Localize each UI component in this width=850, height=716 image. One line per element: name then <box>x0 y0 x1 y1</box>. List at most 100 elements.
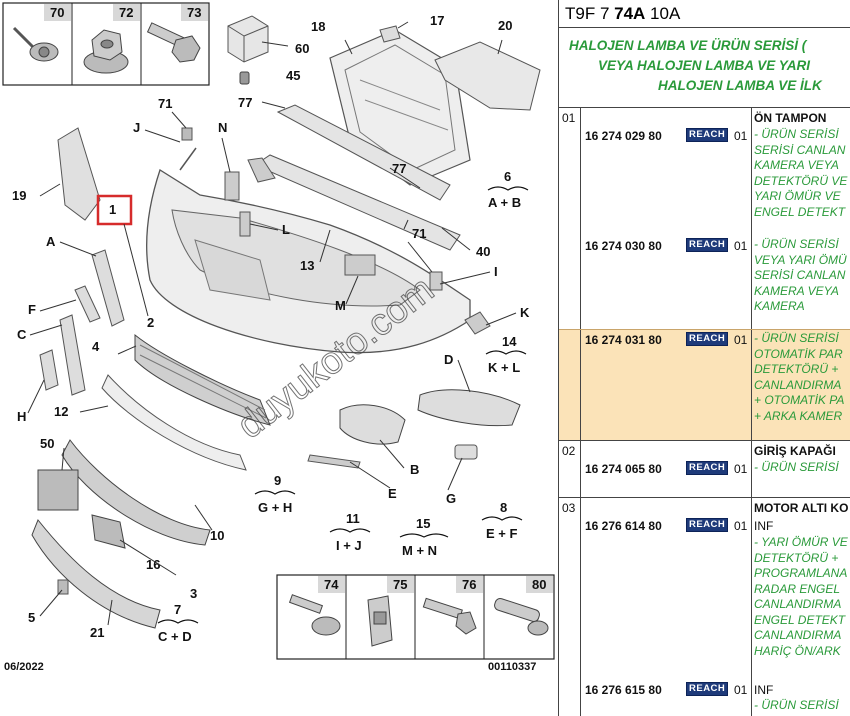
callout-3: 3 <box>190 586 197 601</box>
callout-6: 6 <box>504 169 511 184</box>
table-row-03[interactable]: 03 MOTOR ALTI KO 16 276 614 80 REACH 01 … <box>559 498 850 716</box>
part-number[interactable]: 16 276 614 80 <box>585 519 662 533</box>
part-73-label: 73 <box>187 5 201 20</box>
callout-N: N <box>218 120 227 135</box>
reach-badge: REACH <box>686 682 729 696</box>
callout-20: 20 <box>498 18 512 33</box>
pin-icon <box>494 597 549 636</box>
part-75-label: 75 <box>393 577 407 592</box>
callout-19: 19 <box>12 188 26 203</box>
row-title: GİRİŞ KAPAĞI <box>754 444 836 458</box>
callout-13: 13 <box>300 258 314 273</box>
part-number[interactable]: 16 274 030 80 <box>585 239 662 253</box>
reach-badge: REACH <box>686 238 729 252</box>
callout-J: J <box>133 120 140 135</box>
part-80-label: 80 <box>532 577 546 592</box>
code-suffix: 10A <box>645 4 681 23</box>
table-row-01[interactable]: 01 ÖN TAMPON 16 274 029 80 REACH 01 - ÜR… <box>559 108 850 441</box>
quantity: 01 <box>734 333 748 347</box>
selected-row-highlight <box>559 330 850 440</box>
callout-D: D <box>444 352 453 367</box>
top-small-parts-box: 70 72 73 <box>2 2 210 86</box>
part-number[interactable]: 16 274 065 80 <box>585 462 662 476</box>
callout-45: 45 <box>286 68 300 83</box>
part-19-bracket <box>57 127 101 221</box>
entry-description: - YARI ÖMÜR VE DETEKTÖRÜ + PROGRAMLANA R… <box>754 535 848 658</box>
part-12-trim <box>101 374 247 471</box>
callout-L: L <box>282 222 290 237</box>
config-line-3: HALOJEN LAMBA VE İLK <box>658 78 822 93</box>
screw-washer-icon <box>12 26 59 62</box>
callout-M: M <box>335 298 346 313</box>
callout-18: 18 <box>311 19 325 34</box>
table-row-02[interactable]: 02 GİRİŞ KAPAĞI 16 274 065 80 REACH 01 -… <box>559 441 850 498</box>
callout-17: 17 <box>430 13 444 28</box>
part-20-cover <box>434 41 541 111</box>
callout-12: 12 <box>54 404 68 419</box>
quantity: 01 <box>734 519 748 533</box>
screw-icon <box>422 597 477 635</box>
row-title: MOTOR ALTI KO <box>754 501 849 515</box>
part-4-grille <box>134 333 271 426</box>
quantity: 01 <box>734 129 748 143</box>
part-72-label: 72 <box>119 5 133 20</box>
part-number[interactable]: 16 276 615 80 <box>585 683 662 697</box>
flange-nut-icon <box>83 29 129 74</box>
bottom-hardware-box: 74 75 76 80 <box>276 574 555 660</box>
callout-E: E <box>388 486 397 501</box>
callout-60: 60 <box>295 41 309 56</box>
row-title: ÖN TAMPON <box>754 111 827 125</box>
callout-1: 1 <box>109 202 116 217</box>
quantity: 01 <box>734 462 748 476</box>
callout-2: 2 <box>147 315 154 330</box>
entry-description: - ÜRÜN SERİSİ <box>754 460 839 474</box>
inf-label: INF <box>754 519 774 533</box>
callout-40: 40 <box>476 244 490 259</box>
entry-description: - ÜRÜN SERİSİ <box>754 698 839 712</box>
stud-bolt-icon <box>288 594 341 636</box>
clip-nut-icon <box>367 595 393 647</box>
configuration-header: HALOJEN LAMBA VE ÜRÜN SERİSİ ( VEYA HALO… <box>559 28 850 108</box>
callout-G: G <box>446 491 456 506</box>
callout-71-top: 71 <box>158 96 172 111</box>
highlighted-part-1-box[interactable] <box>96 194 133 226</box>
code-bold: 74A <box>614 4 646 23</box>
callout-16: 16 <box>146 557 160 572</box>
callout-5: 5 <box>28 610 35 625</box>
row-number: 02 <box>562 444 576 458</box>
callout-K: K <box>520 305 530 320</box>
callout-71-mid: 71 <box>412 226 426 241</box>
callout-H: H <box>17 409 26 424</box>
callout-21: 21 <box>90 625 104 640</box>
callout-10: 10 <box>210 528 224 543</box>
model-code-header: T9F 7 74A 10A <box>559 0 850 28</box>
part-number[interactable]: 16 274 029 80 <box>585 129 662 143</box>
callout-9-sub: G + H <box>258 500 292 515</box>
part-number-selected[interactable]: 16 274 031 80 <box>585 333 662 347</box>
callout-F: F <box>28 302 36 317</box>
callout-I: I <box>494 264 498 279</box>
callout-B: B <box>410 462 419 477</box>
code-prefix: T9F 7 <box>565 4 615 23</box>
row-number: 01 <box>562 111 576 125</box>
part-21-grille <box>31 519 161 629</box>
reach-badge: REACH <box>686 461 729 475</box>
entry-description: - ÜRÜN SERİSİ VEYA YARI ÖMÜ SERİSİ CANLA… <box>754 237 847 313</box>
callout-11-sub: I + J <box>336 538 362 553</box>
part-B-cover <box>339 404 406 445</box>
part-D-cover <box>417 389 521 427</box>
callout-6-sub: A + B <box>488 195 521 210</box>
entry-description: - ÜRÜN SERİSİ SERİSİ CANLAN KAMERA VEYA … <box>754 127 848 219</box>
inf-label: INF <box>754 683 774 697</box>
diagram-date: 06/2022 <box>4 661 44 673</box>
callout-14: 14 <box>502 334 517 349</box>
absorber-bar-lower <box>253 154 461 251</box>
callout-15-sub: M + N <box>402 543 437 558</box>
absorber-bar-upper <box>276 104 451 201</box>
hex-bolt-icon <box>146 22 201 63</box>
callout-7: 7 <box>174 602 181 617</box>
part-17-clip <box>379 25 401 43</box>
part-60-drawing <box>227 15 289 63</box>
config-line-1: HALOJEN LAMBA VE ÜRÜN SERİSİ ( <box>569 38 807 53</box>
entry-description: - ÜRÜN SERİSİ OTOMATİK PAR DETEKTÖRÜ + C… <box>754 331 845 423</box>
